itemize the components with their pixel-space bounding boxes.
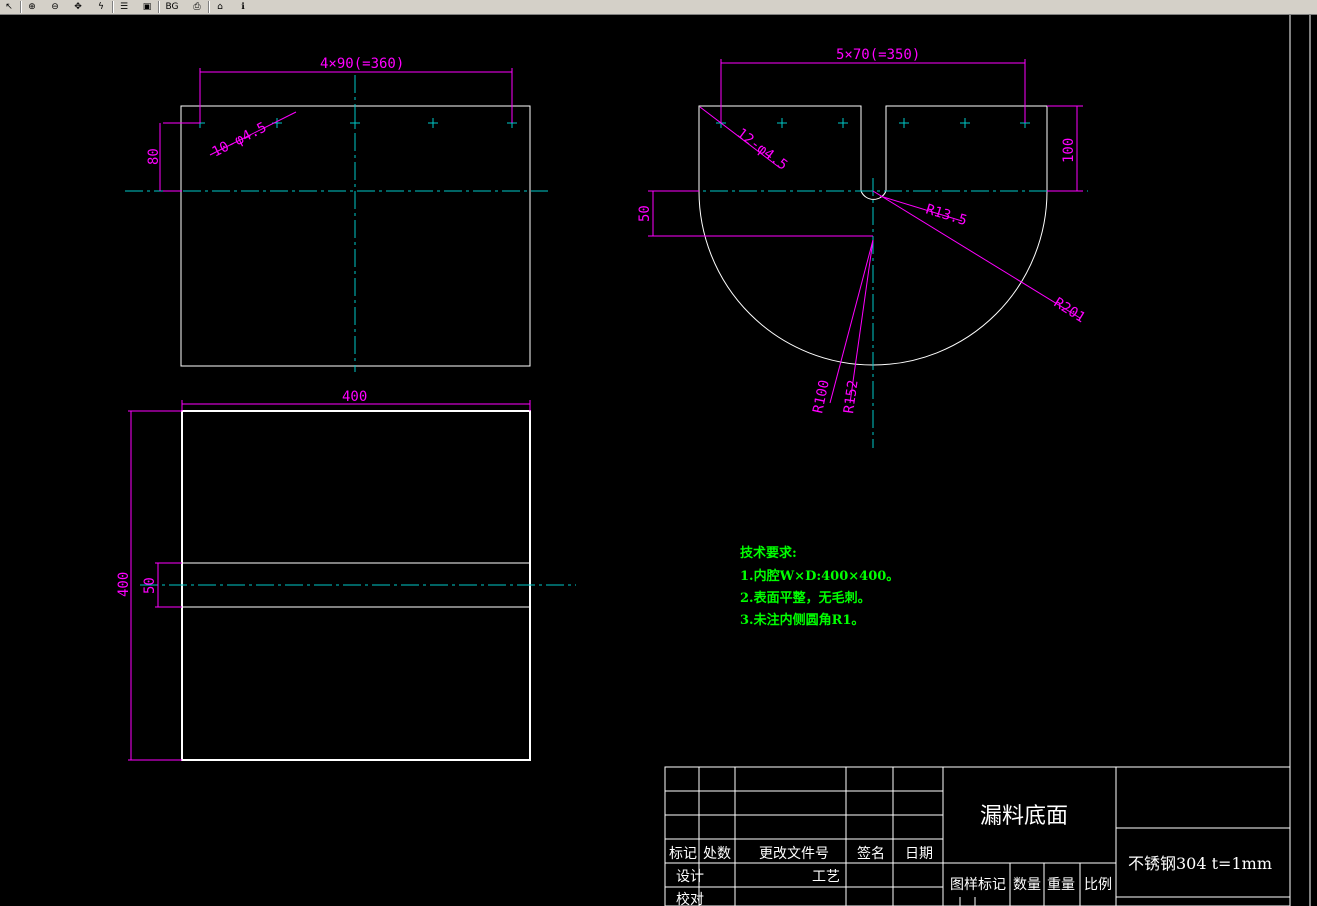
- top-right-view: 5×70(=350) 12-φ4.5 100 50 R13.5 R201 R10…: [637, 47, 1088, 448]
- technical-notes: 技术要求: 1.内腔W×D:400×400。 2.表面平整，无毛刺。 3.未注内…: [740, 545, 899, 628]
- quantity-label: 数量: [1013, 877, 1041, 893]
- print-icon[interactable]: ⎙: [193, 2, 201, 12]
- notes-title: 技术要求:: [740, 545, 797, 561]
- bottom-slot-label: 50: [142, 577, 158, 594]
- radius-r152-label: R152: [841, 379, 862, 415]
- toolbar: ↖ ⊕ ⊖ ✥ ϟ ☰ ▣ BG ⎙ ⌂ ℹ: [0, 0, 1317, 15]
- zoom-in-icon[interactable]: ⊕: [28, 2, 36, 12]
- header-mark: 标记: [669, 846, 697, 862]
- part-name: 漏料底面: [980, 804, 1068, 829]
- radius-r100-label: R100: [810, 379, 833, 415]
- home-icon[interactable]: ⌂: [217, 2, 223, 12]
- notes-line-1: 1.内腔W×D:400×400。: [740, 568, 899, 584]
- toolbar-separator: [208, 1, 210, 13]
- top-right-height-label: 100: [1061, 138, 1077, 163]
- top-right-offset-label: 50: [637, 205, 653, 222]
- top-left-spacing-label: 4×90(=360): [320, 56, 404, 72]
- bottom-height-label: 400: [116, 572, 132, 597]
- layers-icon[interactable]: ☰: [119, 2, 129, 12]
- drawing-canvas[interactable]: 4×90(=360) 10-φ4.5 80: [0, 15, 1317, 906]
- weight-label: 重量: [1047, 877, 1075, 893]
- row-check: 校对: [676, 891, 704, 906]
- zoom-out-icon[interactable]: ⊖: [51, 2, 59, 12]
- top-right-spacing-label: 5×70(=350): [836, 47, 920, 63]
- material-label: 不锈钢304 t=1mm: [1128, 854, 1272, 873]
- toolbar-separator: [20, 1, 22, 13]
- row-process: 工艺: [812, 869, 840, 885]
- drawing-mark: 图样标记: [950, 877, 1006, 893]
- header-count: 处数: [703, 846, 731, 862]
- pan-icon[interactable]: ✥: [74, 2, 82, 12]
- toolbar-separator: [158, 1, 160, 13]
- notes-line-2: 2.表面平整，无毛刺。: [740, 590, 871, 606]
- notes-line-3: 3.未注内侧圆角R1。: [740, 612, 864, 628]
- background-icon[interactable]: BG: [165, 2, 179, 12]
- top-right-dimension-lines: [648, 59, 1083, 404]
- top-left-dimension-lines: [159, 68, 513, 192]
- radius-small-label: R13.5: [924, 202, 969, 230]
- bottom-width-label: 400: [342, 389, 367, 405]
- top-right-outline: [698, 105, 1048, 366]
- scale-label: 比例: [1084, 877, 1112, 893]
- header-date: 日期: [905, 846, 933, 862]
- screen-icon[interactable]: ▣: [142, 2, 152, 12]
- title-block: [664, 766, 1291, 906]
- top-left-holes-label: 10-φ4.5: [210, 120, 270, 161]
- row-design: 设计: [676, 869, 704, 885]
- top-left-hole-marks: [195, 118, 517, 128]
- select-icon[interactable]: ↖: [5, 2, 13, 12]
- top-left-height-label: 80: [146, 148, 162, 165]
- header-sign: 签名: [857, 845, 885, 862]
- title-block-text: 漏料底面 不锈钢304 t=1mm 标记 处数 更改文件号 签名 日期 设计 工…: [669, 804, 1272, 906]
- top-right-hole-marks: [716, 118, 1030, 128]
- radius-outer-label: R201: [1051, 295, 1088, 326]
- header-doc: 更改文件号: [759, 846, 829, 862]
- lightning-icon[interactable]: ϟ: [98, 2, 104, 12]
- bottom-left-view: 400 400 50: [116, 389, 576, 761]
- top-right-holes-label: 12-φ4.5: [734, 125, 791, 173]
- top-left-view: 4×90(=360) 10-φ4.5 80: [125, 56, 548, 372]
- bottom-dimension-lines: [128, 400, 531, 761]
- toolbar-separator: [112, 1, 114, 13]
- info-icon[interactable]: ℹ: [241, 2, 245, 12]
